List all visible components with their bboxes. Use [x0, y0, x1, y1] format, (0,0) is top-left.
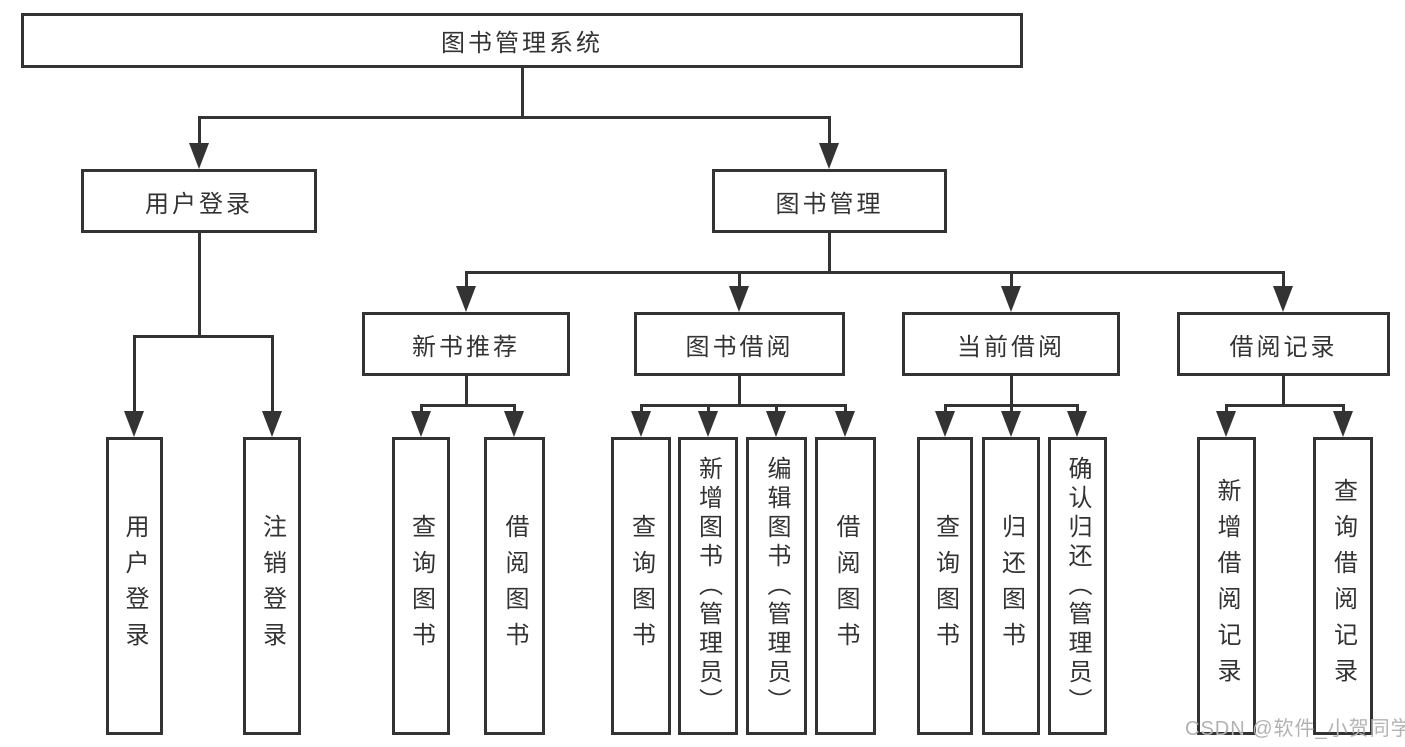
connector-line: [270, 335, 274, 415]
leaf-borrow-books-recommend: 借阅图书: [484, 437, 545, 735]
connector-line: [197, 116, 201, 144]
connector-line: [827, 233, 831, 273]
arrowhead-icon: [1067, 411, 1087, 437]
arrowhead-icon: [631, 411, 651, 437]
leaf-add-borrow-record: 新增借阅记录: [1197, 437, 1256, 735]
arrowhead-icon: [1001, 286, 1021, 312]
arrowhead-icon: [124, 411, 144, 437]
connector-line: [197, 116, 831, 119]
connector-line: [706, 404, 710, 416]
leaf-query-books-current: 查询图书: [917, 437, 973, 735]
connector-line: [513, 404, 516, 416]
connector-line: [464, 376, 468, 406]
connector-line: [737, 271, 741, 289]
connector-line: [1009, 271, 1013, 289]
connector-line: [1281, 271, 1285, 289]
leaf-borrow-books-borrowing: 借阅图书: [815, 437, 876, 735]
arrowhead-icon: [262, 411, 282, 437]
arrowhead-icon: [698, 411, 718, 437]
arrowhead-icon: [1273, 286, 1293, 312]
arrowhead-icon: [1216, 411, 1236, 437]
node-user-login-module: 用户登录: [81, 169, 317, 233]
node-book-management: 图书管理: [712, 169, 947, 233]
leaf-query-books-recommend: 查询图书: [392, 437, 450, 735]
leaf-logout: 注销登录: [243, 437, 301, 735]
node-current-borrowing: 当前借阅: [902, 312, 1120, 376]
arrowhead-icon: [766, 411, 786, 437]
connector-line: [827, 116, 831, 144]
connector-line: [419, 404, 516, 407]
connector-line: [1009, 376, 1013, 406]
node-library-system: 图书管理系统: [21, 13, 1023, 68]
node-book-borrowing: 图书借阅: [634, 312, 845, 376]
connector-line: [520, 68, 524, 118]
connector-line: [419, 404, 423, 416]
connector-line: [1281, 376, 1285, 406]
connector-line: [1341, 404, 1345, 416]
leaf-query-books-borrowing: 查询图书: [611, 437, 671, 735]
connector-line: [464, 271, 468, 289]
connector-line: [737, 376, 741, 406]
connector-line: [1224, 404, 1345, 407]
connector-line: [132, 335, 136, 415]
connector-line: [1009, 404, 1013, 416]
csdn-watermark: CSDN @软件_小贺同学: [1185, 718, 1405, 740]
arrowhead-icon: [504, 411, 524, 437]
arrowhead-icon: [819, 143, 839, 169]
arrowhead-icon: [1001, 411, 1021, 437]
connector-line: [774, 404, 778, 416]
leaf-return-book: 归还图书: [982, 437, 1040, 735]
leaf-user-login: 用户登录: [106, 437, 163, 735]
connector-line: [639, 404, 847, 407]
arrowhead-icon: [1333, 411, 1353, 437]
arrowhead-icon: [935, 411, 955, 437]
arrowhead-icon: [835, 411, 855, 437]
connector-line: [639, 404, 643, 416]
leaf-add-book-admin: 新增图书（管理员）: [678, 437, 738, 735]
leaf-confirm-return-admin: 确认归还（管理员）: [1048, 437, 1107, 735]
arrowhead-icon: [729, 286, 749, 312]
arrowhead-icon: [456, 286, 476, 312]
arrowhead-icon: [411, 411, 431, 437]
node-borrowing-records: 借阅记录: [1177, 312, 1390, 376]
connector-line: [1224, 404, 1228, 416]
connector-line: [197, 233, 201, 337]
leaf-edit-book-admin: 编辑图书（管理员）: [746, 437, 807, 735]
arrowhead-icon: [189, 143, 209, 169]
connector-line: [943, 404, 947, 416]
node-new-book-recommend: 新书推荐: [362, 312, 570, 376]
connector-line: [464, 271, 1285, 274]
connector-line: [1075, 404, 1079, 416]
connector-line: [132, 335, 274, 338]
leaf-query-borrow-record: 查询借阅记录: [1313, 437, 1373, 735]
connector-line: [843, 404, 847, 416]
